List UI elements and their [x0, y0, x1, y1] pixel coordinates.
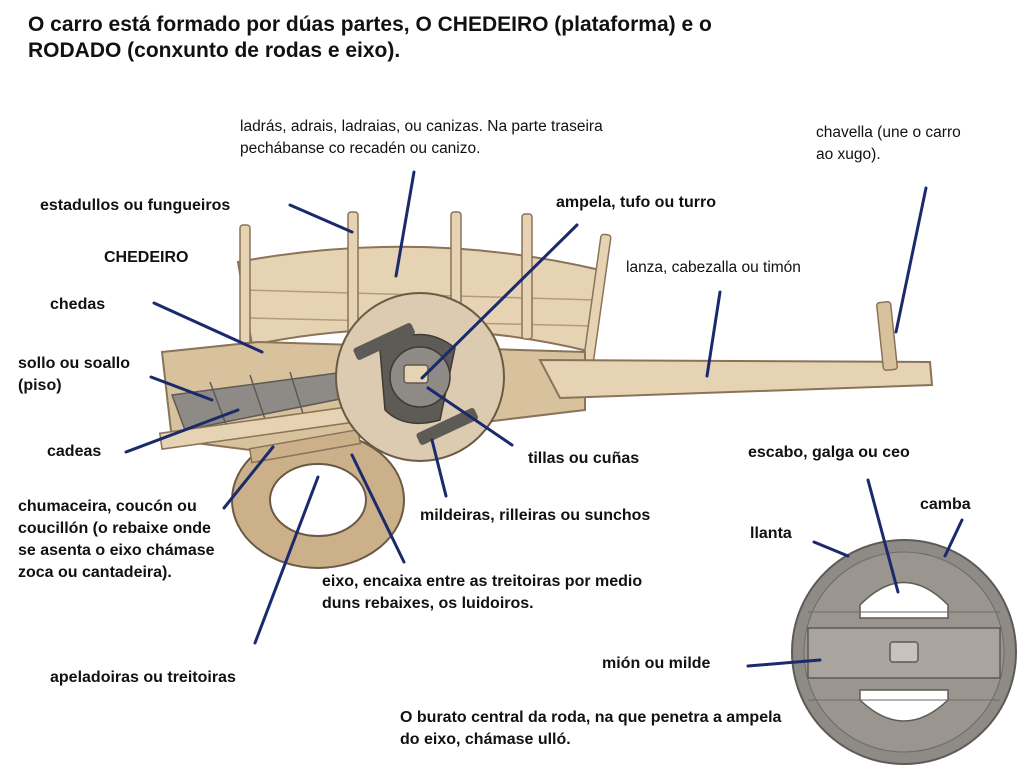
label-estadullos: estadullos ou fungueiros [40, 197, 231, 214]
label-tillas: tillas ou cuñas [528, 450, 640, 467]
leader-lines [124, 170, 964, 668]
label-camba: camba [920, 496, 971, 513]
label-sollo: sollo ou soallo (piso) [18, 355, 131, 394]
leader-chedas [152, 301, 264, 354]
leader-sollo [149, 375, 214, 402]
leader-escabo [866, 478, 900, 594]
label-lanza: lanza, cabezalla ou timón [626, 259, 801, 276]
leader-apeladoiras [253, 475, 320, 645]
leader-llanta [812, 540, 850, 558]
page-title: O carro está formado por dúas partes, O … [28, 13, 712, 62]
leader-eixo [350, 453, 406, 564]
label-cadeas: cadeas [47, 443, 102, 460]
leader-estadullos [288, 203, 354, 234]
rear-wheel [231, 431, 405, 569]
leader-ampela [420, 223, 579, 380]
leader-mildeiras [430, 438, 448, 498]
leader-camba [943, 518, 964, 558]
tongue [538, 301, 934, 400]
label-mildeiras: mildeiras, rilleiras ou sunchos [420, 507, 651, 524]
front-wheel [335, 292, 505, 462]
label-chavella: chavella (une o carro ao xugo). [816, 124, 961, 163]
label-chedeiro: CHEDEIRO [104, 249, 189, 266]
label-ladras: ladrás, adrais, ladraias, ou canizas. Na… [240, 118, 603, 157]
leader-tillas [426, 386, 514, 447]
leader-chavella [894, 186, 928, 334]
label-escabo: escabo, galga ou ceo [748, 444, 910, 461]
leader-ladras [394, 170, 416, 278]
label-mion: mión ou milde [602, 655, 711, 672]
label-eixo: eixo, encaixa entre as treitoiras por me… [322, 573, 643, 612]
label-chedas: chedas [50, 296, 106, 313]
label-ampela: ampela, tufo ou turro [556, 194, 716, 211]
detached-wheel [791, 539, 1017, 765]
label-apeladoiras: apeladoiras ou treitoiras [50, 669, 236, 686]
leader-mion [746, 658, 822, 668]
leader-cadeas [124, 408, 240, 454]
leader-lanza [705, 290, 722, 378]
label-llanta: llanta [750, 525, 792, 542]
label-burato: O burato central da roda, na que penetra… [400, 709, 782, 748]
label-chumaceira: chumaceira, coucón ou coucillón (o rebai… [18, 498, 215, 581]
leader-chumaceira [222, 445, 275, 510]
